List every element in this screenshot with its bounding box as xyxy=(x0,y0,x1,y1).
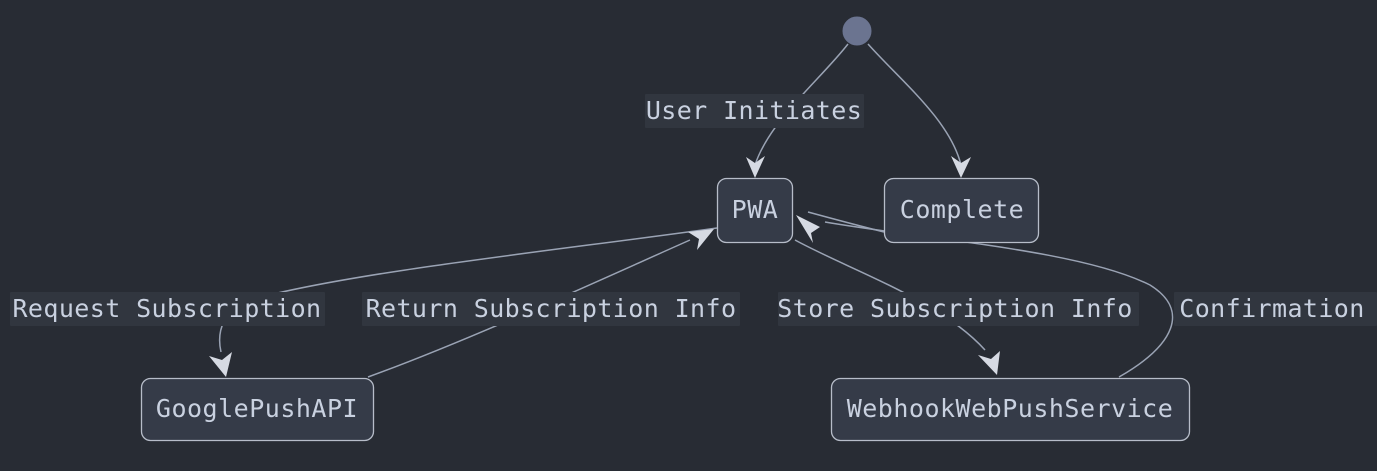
edge-label-text-request-subscription: Request Subscription xyxy=(12,294,321,323)
edge-start-to-complete[interactable] xyxy=(867,43,971,178)
arrowhead-start-complete xyxy=(951,156,971,178)
edge-label-text-return-subscription-info: Return Subscription Info xyxy=(366,294,737,323)
arrowhead-webhook-pwa xyxy=(796,215,820,243)
node-pwa-label: PWA xyxy=(732,195,779,224)
arrowhead-googlepushapi-pwa xyxy=(688,229,714,250)
edge-label-text-store-subscription-info: Store Subscription Info xyxy=(777,294,1132,323)
node-webhookwebpushservice-rect xyxy=(830,377,1191,442)
edge-label-bg-request-subscription xyxy=(10,292,325,326)
node-webhookwebpushservice[interactable]: WebhookWebPushService xyxy=(830,377,1191,442)
arrowhead-pwa-webhook xyxy=(978,351,1000,375)
edge-label-bg-store-subscription-info xyxy=(778,292,1139,326)
edge-label-layer: User Initiates Request Subscription Retu… xyxy=(10,94,1377,326)
arrowhead-start-pwa xyxy=(746,156,765,178)
start-node-circle xyxy=(842,16,872,46)
node-pwa-rect xyxy=(716,177,794,244)
node-complete[interactable]: Complete xyxy=(883,177,1040,244)
node-pwa[interactable]: PWA xyxy=(716,177,794,244)
edge-label-bg-user-initiates xyxy=(645,94,864,128)
edge-label-user-initiates: User Initiates xyxy=(645,94,864,128)
edge-pwa-to-webhook[interactable] xyxy=(794,239,1000,375)
node-googlepushapi[interactable]: GooglePushAPI xyxy=(140,377,375,442)
edge-label-text-confirmation: Confirmation xyxy=(1179,294,1364,323)
edge-path-start-complete xyxy=(867,43,962,166)
node-start[interactable] xyxy=(842,16,872,46)
edge-path-complete-pwa xyxy=(807,211,885,233)
node-layer: PWA Complete GooglePushAPI WebhookWebPus… xyxy=(140,16,1191,442)
edge-label-return-subscription-info: Return Subscription Info xyxy=(362,292,740,326)
edge-layer xyxy=(209,43,1174,378)
edge-label-confirmation: Confirmation xyxy=(1174,292,1377,326)
edge-label-bg-return-subscription-info xyxy=(362,292,740,326)
edge-label-bg-confirmation xyxy=(1174,292,1377,326)
node-googlepushapi-label: GooglePushAPI xyxy=(156,394,358,423)
arrowhead-pwa-googlepushapi xyxy=(209,352,232,377)
edge-label-text-user-initiates: User Initiates xyxy=(646,96,862,125)
edge-label-request-subscription: Request Subscription xyxy=(10,292,325,326)
edge-label-store-subscription-info: Store Subscription Info xyxy=(777,292,1139,326)
node-complete-rect xyxy=(883,177,1040,244)
node-googlepushapi-rect xyxy=(140,377,375,442)
edge-path-pwa-googlepushapi xyxy=(219,227,718,353)
node-webhookwebpushservice-label: WebhookWebPushService xyxy=(847,394,1174,423)
node-complete-label: Complete xyxy=(900,195,1024,224)
edge-path-pwa-webhook xyxy=(794,239,986,351)
edge-complete-to-pwa[interactable] xyxy=(807,211,885,233)
